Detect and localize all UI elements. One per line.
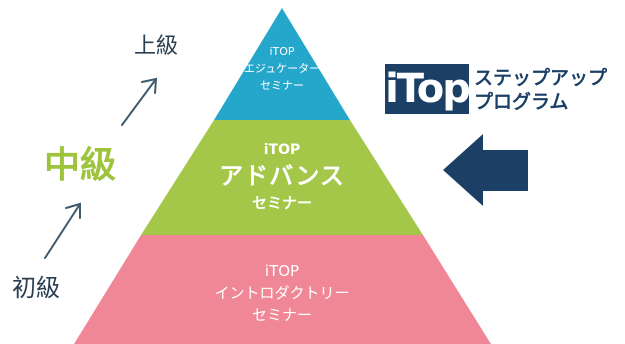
up-right-arrow-icon (121, 77, 158, 126)
middle-tier-label: iTOP アドバンス セミナー (170, 140, 394, 214)
itop-logo: iTop (385, 64, 471, 114)
program-title-line1: ステップアップ (474, 67, 608, 89)
middle-tier-line3: セミナー (251, 194, 312, 212)
top-tier-line3: セミナー (260, 79, 304, 92)
middle-tier-line2: アドバンス (219, 162, 345, 190)
bottom-tier-line1: iTOP (264, 262, 300, 280)
left-arrow-icon (443, 134, 528, 206)
pyramid-bottom-tier (74, 235, 491, 344)
middle-tier-line1: iTOP (263, 142, 301, 158)
pyramid-middle-tier (141, 120, 423, 235)
step-up-program-title: ステップアップ プログラム (474, 66, 607, 114)
bottom-tier-line3: セミナー (251, 306, 312, 324)
top-tier-line2: エジュケーター (243, 62, 321, 75)
level-advanced-label: 上級 (134, 34, 179, 59)
bottom-tier-label: iTOP イントロダクトリー セミナー (170, 260, 394, 326)
bottom-tier-line2: イントロダクトリー (214, 284, 350, 302)
program-title-line2: プログラム (474, 91, 569, 113)
level-beginner-label: 初級 (12, 274, 60, 302)
top-tier-label: iTOP エジュケーター セミナー (214, 43, 350, 94)
top-tier-line1: iTOP (269, 45, 295, 58)
pyramid-top-tier (214, 8, 350, 120)
up-right-arrow-icon (44, 202, 81, 259)
level-intermediate-label: 中級 (44, 145, 117, 186)
